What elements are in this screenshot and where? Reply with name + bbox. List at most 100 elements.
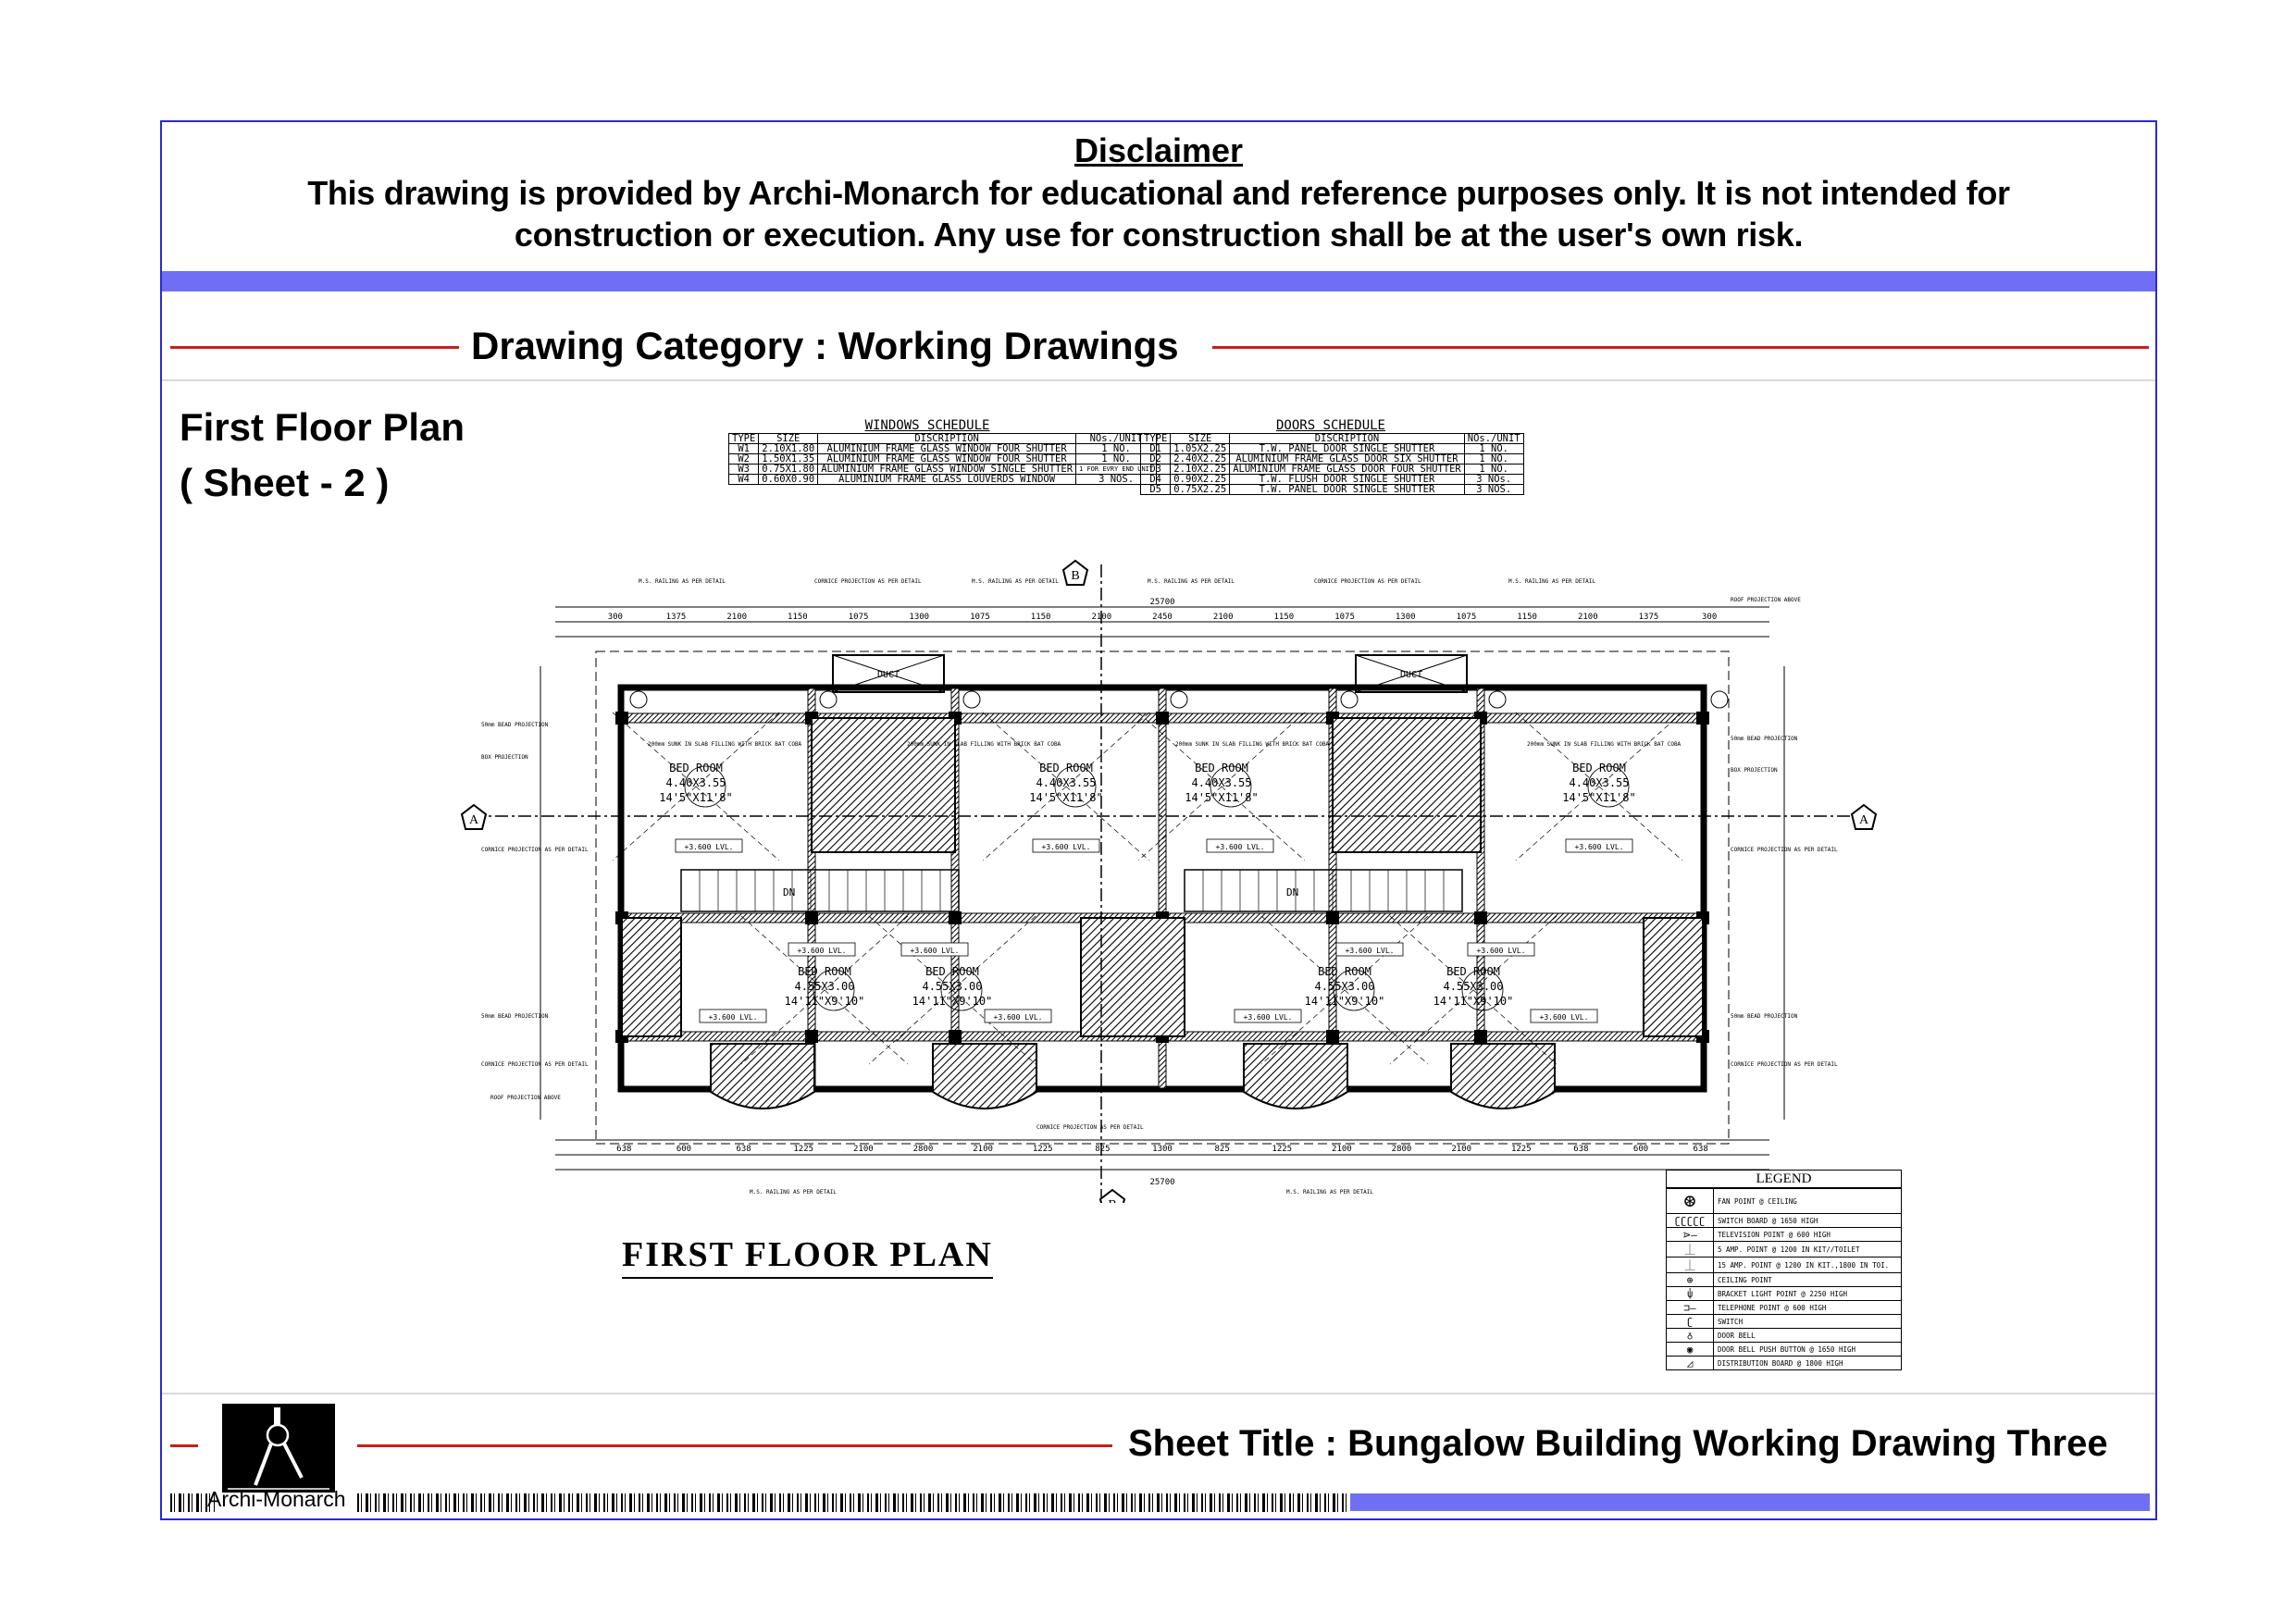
level-tag (675, 838, 743, 853)
level-label: +3.600 LVL. (1346, 947, 1395, 955)
section-marker-label: A (1859, 813, 1869, 827)
room-name: BED ROOM (925, 965, 979, 978)
plan-name: First Floor Plan ( Sheet - 2 ) (180, 400, 465, 511)
sunk-note: 200mm SUNK IN SLAB FILLING WITH BRICK BA… (907, 741, 1061, 748)
fan-point-symbol (1054, 765, 1097, 808)
footer-band (1350, 1493, 2150, 1511)
toilet-block (811, 717, 956, 853)
level-label: +3.600 LVL. (798, 947, 847, 955)
room-size: 4.40X3.55 (665, 776, 726, 789)
level-tag (1467, 942, 1535, 957)
dimension-label: 638 (616, 1145, 631, 1154)
dimension-label: 2800 (913, 1145, 934, 1154)
schedule-cell: ALUMINIUM FRAME GLASS DOOR SIX SHUTTER (1229, 453, 1465, 465)
annotation-note: CORNICE PROJECTION AS PER DETAIL (1731, 847, 1838, 853)
fan-icon: ⊛ (1667, 1188, 1714, 1214)
category-rule-left (170, 346, 459, 349)
windows-schedule-title: WINDOWS SCHEDULE (864, 418, 990, 433)
annotation-note: M.S. RAILING AS PER DETAIL (1148, 578, 1235, 585)
section-marker (1061, 559, 1089, 586)
level-label: +3.600 LVL. (709, 1013, 758, 1022)
fan-point-symbol (1333, 969, 1375, 1011)
dimension-label: 2100 (1213, 613, 1234, 622)
room-size: 4.40X3.55 (1569, 776, 1629, 789)
level-tag (699, 1009, 767, 1023)
annotation-note: BOX PROJECTION (1731, 767, 1778, 774)
legend-label: SWITCH BOARD @ 1650 HIGH (1713, 1213, 1901, 1228)
dimension-label: 2100 (726, 613, 747, 622)
duct-cross (1355, 654, 1468, 693)
level-tag (1234, 1009, 1302, 1023)
toilet-block (1643, 917, 1704, 1037)
grid-bubble (962, 690, 981, 709)
column (1474, 911, 1487, 924)
schedule-cell: D4 (1139, 474, 1172, 485)
annotation-note: 50mm BEAD PROJECTION (481, 722, 549, 728)
balcony (1450, 1043, 1556, 1109)
dimension-label: 600 (676, 1145, 691, 1154)
room-diagonal (1137, 712, 1306, 861)
disclaimer-line-2: construction or execution. Any use for c… (514, 216, 1804, 254)
staircase (1184, 869, 1463, 912)
room-name: BED ROOM (798, 965, 851, 978)
schedule-cell: 0.90X2.25 (1170, 474, 1231, 485)
dimension-label: 2100 (853, 1145, 874, 1154)
room-size: 4.55X3.00 (922, 980, 982, 993)
dimension-label: 1150 (1031, 613, 1051, 622)
drawing-category: Drawing Category : Working Drawings (471, 324, 1179, 367)
legend-item: ♁DOOR BELL (1667, 1328, 1901, 1343)
dimension-label: 638 (1694, 1145, 1708, 1154)
annotation-note: ROOF PROJECTION ABOVE (490, 1095, 561, 1101)
sheet-frame (160, 120, 2157, 1520)
toilet-block (1080, 917, 1185, 1037)
dimension-label: 1150 (1274, 613, 1295, 622)
schedule-cell: ALUMINIUM FRAME GLASS DOOR FOUR SHUTTER (1229, 464, 1465, 475)
plan-title: FIRST FLOOR PLAN (622, 1234, 993, 1279)
legend-item: ◉DOOR BELL PUSH BUTTON @ 1650 HIGH (1667, 1342, 1901, 1357)
dimension-label: 1075 (1334, 613, 1355, 622)
sunk-note: 200mm SUNK IN SLAB FILLING WITH BRICK BA… (1175, 741, 1330, 748)
column (949, 911, 962, 924)
schedule-cell: 0.60X0.90 (758, 474, 819, 485)
archi-monarch-logo (222, 1404, 335, 1493)
grid-bubble (1170, 690, 1188, 709)
level-tag (1565, 838, 1633, 853)
barcode-strip (357, 1493, 1347, 1512)
room-size: 4.55X3.00 (794, 980, 854, 993)
duct (832, 654, 945, 693)
socket-15a-icon: ⏊ (1667, 1257, 1714, 1273)
section-marker-label: B (1071, 569, 1079, 583)
dimension-label: 600 (1633, 1145, 1648, 1154)
bell-push-icon: ◉ (1667, 1342, 1714, 1357)
room-diagonal (1389, 915, 1558, 1065)
room-name: BED ROOM (1039, 762, 1093, 774)
legend-label: DISTRIBUTION BOARD @ 1800 HIGH (1713, 1356, 1901, 1369)
dimension-label: 638 (736, 1145, 751, 1154)
room-name: BED ROOM (1446, 965, 1500, 978)
first-floor-plan-drawing: 3001375210011501075130010751150210024502… (460, 559, 1878, 1203)
fan-point-symbol (940, 969, 983, 1011)
room-size-imperial: 14'5"X11'8" (1562, 791, 1635, 804)
schedule-header: TYPE (1139, 433, 1172, 444)
duct-cross (832, 654, 945, 693)
dimension-label: 300 (608, 613, 623, 622)
switch-icon: ʗ (1667, 1314, 1714, 1329)
level-label: +3.600 LVL. (1540, 1013, 1589, 1022)
dimension-label: 1150 (1517, 613, 1537, 622)
schedule-cell: 1.50X1.35 (758, 453, 819, 465)
schedule-cell: 0.75X2.25 (1170, 484, 1231, 495)
annotation-note: 50mm BEAD PROJECTION (1731, 736, 1798, 742)
room-name: BED ROOM (669, 762, 723, 774)
dimension-label: 638 (1573, 1145, 1588, 1154)
dimension-label: 1075 (1457, 613, 1477, 622)
